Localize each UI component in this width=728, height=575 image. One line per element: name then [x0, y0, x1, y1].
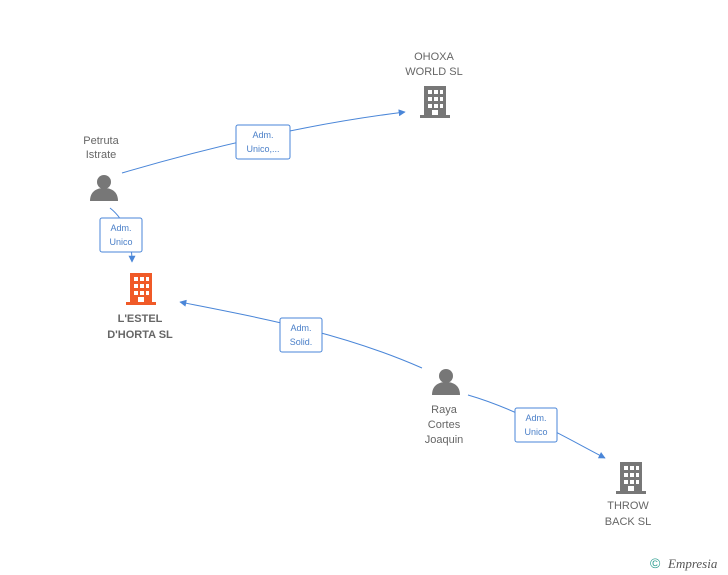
node-lestel-label-line2: D'HORTA SL [107, 329, 173, 341]
edge-label-e4-line1: Adm. [525, 413, 546, 423]
edge-label-e2-line1: Adm. [110, 223, 131, 233]
node-raya-label-line3: Joaquin [425, 434, 464, 446]
edge-label-e1-line1: Adm. [252, 130, 273, 140]
edge-label-e4[interactable]: Adm. Unico [514, 407, 558, 443]
building-icon [420, 86, 450, 118]
edge-label-e4-line2: Unico [524, 427, 547, 437]
person-icon [90, 175, 118, 201]
edge-label-e3-line1: Adm. [290, 323, 311, 333]
footer-brand: © Empresia [650, 555, 718, 571]
node-ohoxa-label-line1: OHOXA [414, 51, 454, 63]
node-raya-label-line1: Raya [431, 404, 458, 416]
copyright-icon: © [650, 555, 661, 571]
brand-name: Empresia [667, 556, 718, 571]
edge-label-e3-line2: Solid. [290, 337, 313, 347]
edge-label-e1-line2: Unico,... [246, 144, 279, 154]
building-icon [616, 462, 646, 494]
edge-label-e2-line2: Unico [109, 237, 132, 247]
building-icon [126, 273, 156, 305]
node-petruta-istrate[interactable]: Petruta Istrate [83, 135, 120, 201]
node-ohoxa-label-line2: WORLD SL [405, 66, 462, 78]
node-petruta-label-line2: Istrate [86, 149, 117, 161]
edge-label-e1[interactable]: Adm. Unico,... [235, 124, 291, 160]
node-throw-label-line1: THROW [607, 500, 649, 512]
node-throw-label-line2: BACK SL [605, 516, 651, 528]
edge-label-e3[interactable]: Adm. Solid. [279, 317, 323, 353]
node-throw-back[interactable]: THROW BACK SL [605, 462, 651, 528]
node-ohoxa-world[interactable]: OHOXA WORLD SL [405, 51, 463, 118]
node-petruta-label-line1: Petruta [83, 135, 119, 147]
node-lestel-dhorta[interactable]: L'ESTEL D'HORTA SL [107, 273, 173, 341]
node-raya-label-line2: Cortes [428, 419, 461, 431]
person-icon [432, 369, 460, 395]
edge-label-e2[interactable]: Adm. Unico [99, 217, 143, 253]
node-raya-cortes-joaquin[interactable]: Raya Cortes Joaquin [425, 369, 464, 446]
node-lestel-label-line1: L'ESTEL [118, 313, 163, 325]
